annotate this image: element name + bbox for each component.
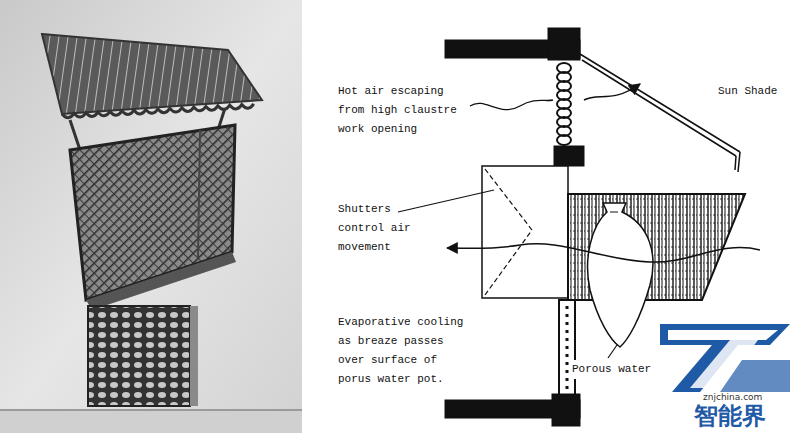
leader-line (470, 100, 553, 110)
breeze-arrow (447, 244, 760, 262)
watermark-url: znjchina.com (703, 392, 762, 402)
sun-shade (580, 54, 740, 172)
claustra-coil (557, 63, 571, 145)
hot-air-arrow (584, 84, 640, 100)
part-label: Sun Shade (718, 82, 777, 101)
leader-line (608, 345, 617, 358)
watermark-text: 智能界 (694, 402, 766, 430)
note-text: Evaporative cooling as breaze passes ove… (338, 313, 470, 389)
note-text: Shutters control air movement (338, 200, 430, 257)
note-text: Hot air escaping from high claustre work… (338, 82, 468, 139)
watermark-logo (660, 324, 790, 392)
leader-line (398, 190, 494, 212)
water-pot (588, 203, 653, 347)
part-label: Porous water (570, 360, 653, 379)
shutter-box (482, 166, 568, 298)
photograph (0, 0, 302, 433)
